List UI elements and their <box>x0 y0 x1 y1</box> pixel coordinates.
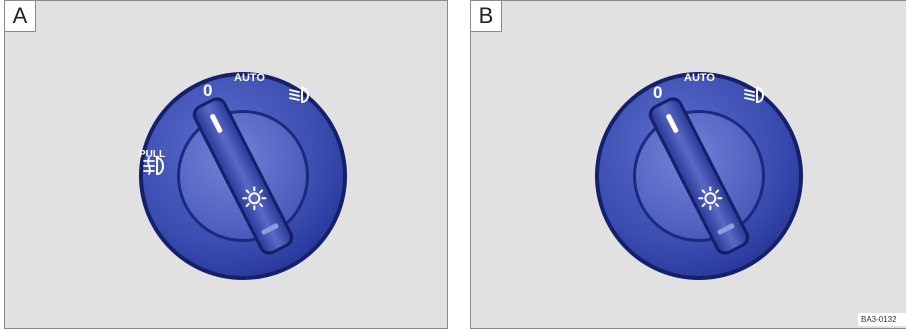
figure-code: BA3-0132 <box>858 313 906 326</box>
position-auto-label: AUTO <box>684 72 715 84</box>
panel-a: A <box>4 0 448 329</box>
panel-b: B <box>470 0 906 329</box>
position-0-label: 0 <box>203 81 212 100</box>
light-switch-diagram: 0 AUTO PULL <box>5 1 449 330</box>
position-0-label: 0 <box>653 83 662 102</box>
position-auto-label: AUTO <box>234 72 265 84</box>
pull-label: PULL <box>139 149 165 160</box>
light-switch-diagram: 0 AUTO <box>471 1 906 330</box>
